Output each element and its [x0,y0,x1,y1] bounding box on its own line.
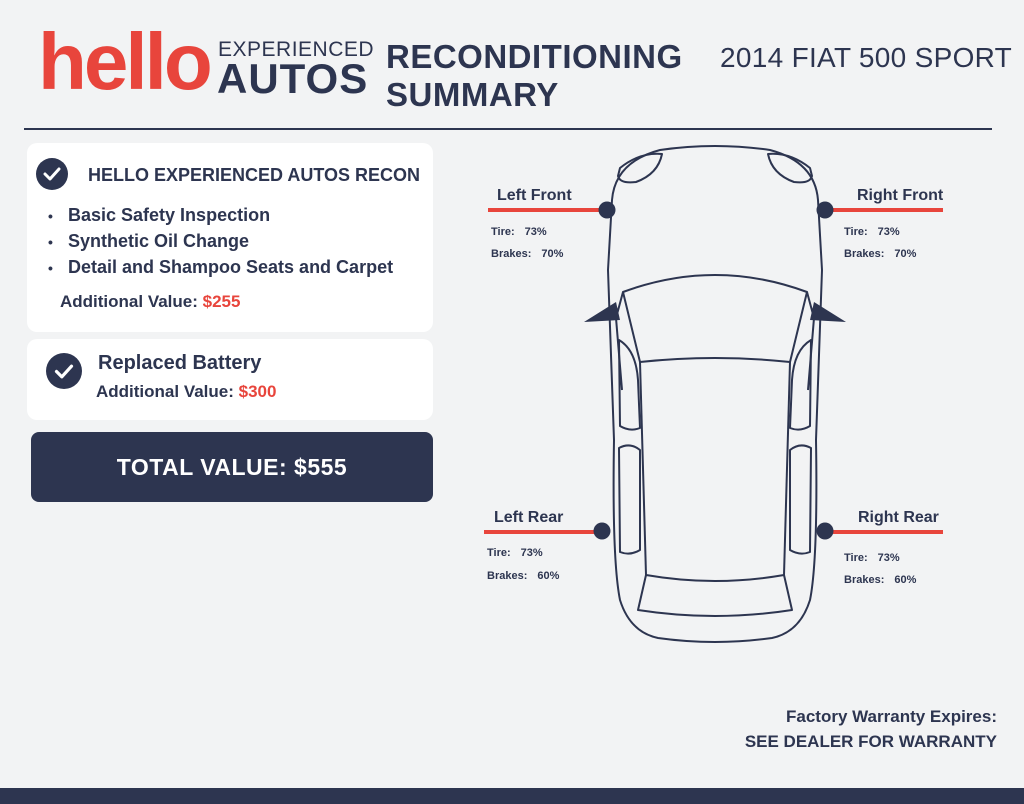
recon-value-amount: $255 [202,292,241,311]
logo-autos: AUTOS [217,55,369,102]
right-front-brakes: Brakes: 70% [844,248,916,260]
right-front-line [825,208,943,212]
left-front-window [618,339,641,431]
right-rear-title: Right Rear [858,509,939,526]
check-circle-icon [46,353,82,389]
left-rear-window [618,444,641,555]
right-front-tire: Tire: 73% [844,226,900,238]
brakes-label: Brakes: [844,574,885,586]
tire-value: 73% [524,226,547,238]
right-mirror [810,302,846,322]
brakes-label: Brakes: [491,248,532,260]
left-headlight [617,152,663,184]
left-rear-line [484,530,602,534]
brakes-value: 60% [537,570,560,582]
check-circle-icon [36,158,68,190]
tire-label: Tire: [491,226,515,238]
left-rear-title: Left Rear [494,509,564,526]
right-rear-brakes: Brakes: 60% [844,574,916,586]
battery-additional-value: Additional Value: $300 [96,382,276,402]
battery-value-amount: $300 [238,382,277,401]
vehicle-title: 2014 FIAT 500 SPORT [720,42,1013,73]
car-top-view-diagram [484,145,943,643]
battery-card-title: Replaced Battery [98,352,262,374]
right-rear-line [825,530,943,534]
brakes-label: Brakes: [844,248,885,260]
recon-additional-value: Additional Value: $255 [60,292,240,312]
battery-value-label: Additional Value: [96,382,234,401]
list-item: Basic Safety Inspection [48,202,393,228]
right-headlight [767,152,813,184]
header-divider [24,128,992,130]
battery-card [27,339,433,420]
left-front-line [488,208,606,212]
right-rear-window [789,444,812,555]
recon-value-label: Additional Value: [60,292,198,311]
car-body-outline [607,145,823,643]
logo-experienced: EXPERIENCED [218,38,375,61]
recon-card-title: HELLO EXPERIENCED AUTOS RECON [88,165,421,185]
right-front-window [789,339,812,431]
left-rear-brakes: Brakes: 60% [487,570,559,582]
left-front-marker [598,201,616,219]
tire-value: 73% [520,547,543,559]
list-item: Detail and Shampoo Seats and Carpet [48,254,393,280]
right-front-title: Right Front [857,187,944,204]
right-front-marker [816,201,834,219]
brakes-value: 70% [894,248,917,260]
brakes-value: 70% [541,248,564,260]
tire-label: Tire: [844,552,868,564]
page-title: RECONDITIONING SUMMARY [386,38,686,114]
list-item: Synthetic Oil Change [48,228,393,254]
brakes-value: 60% [894,574,917,586]
windshield [622,274,808,363]
left-mirror [584,302,620,322]
tire-label: Tire: [487,547,511,559]
right-rear-tire: Tire: 73% [844,552,900,564]
left-front-tire: Tire: 73% [491,226,547,238]
page-title-line2: SUMMARY [386,75,559,113]
tire-label: Tire: [844,226,868,238]
tire-value: 73% [877,226,900,238]
logo-hello: hello [38,17,213,106]
rear-window [637,574,793,617]
warranty-line2: SEE DEALER FOR WARRANTY [744,732,997,751]
page-title-line1: RECONDITIONING [386,38,683,75]
tire-value: 73% [877,552,900,564]
left-rear-marker [593,522,611,540]
warranty-line1: Factory Warranty Expires: [786,707,997,726]
warranty-note: Factory Warranty Expires: SEE DEALER FOR… [745,704,997,754]
right-rear-marker [816,522,834,540]
roof-line [639,361,647,576]
left-rear-tire: Tire: 73% [487,547,543,559]
left-front-brakes: Brakes: 70% [491,248,563,260]
left-front-title: Left Front [497,187,572,204]
footer-bar [0,788,1024,804]
brakes-label: Brakes: [487,570,528,582]
recon-item-list: Basic Safety Inspection Synthetic Oil Ch… [48,202,393,280]
total-value-banner: TOTAL VALUE: $555 [31,432,433,502]
